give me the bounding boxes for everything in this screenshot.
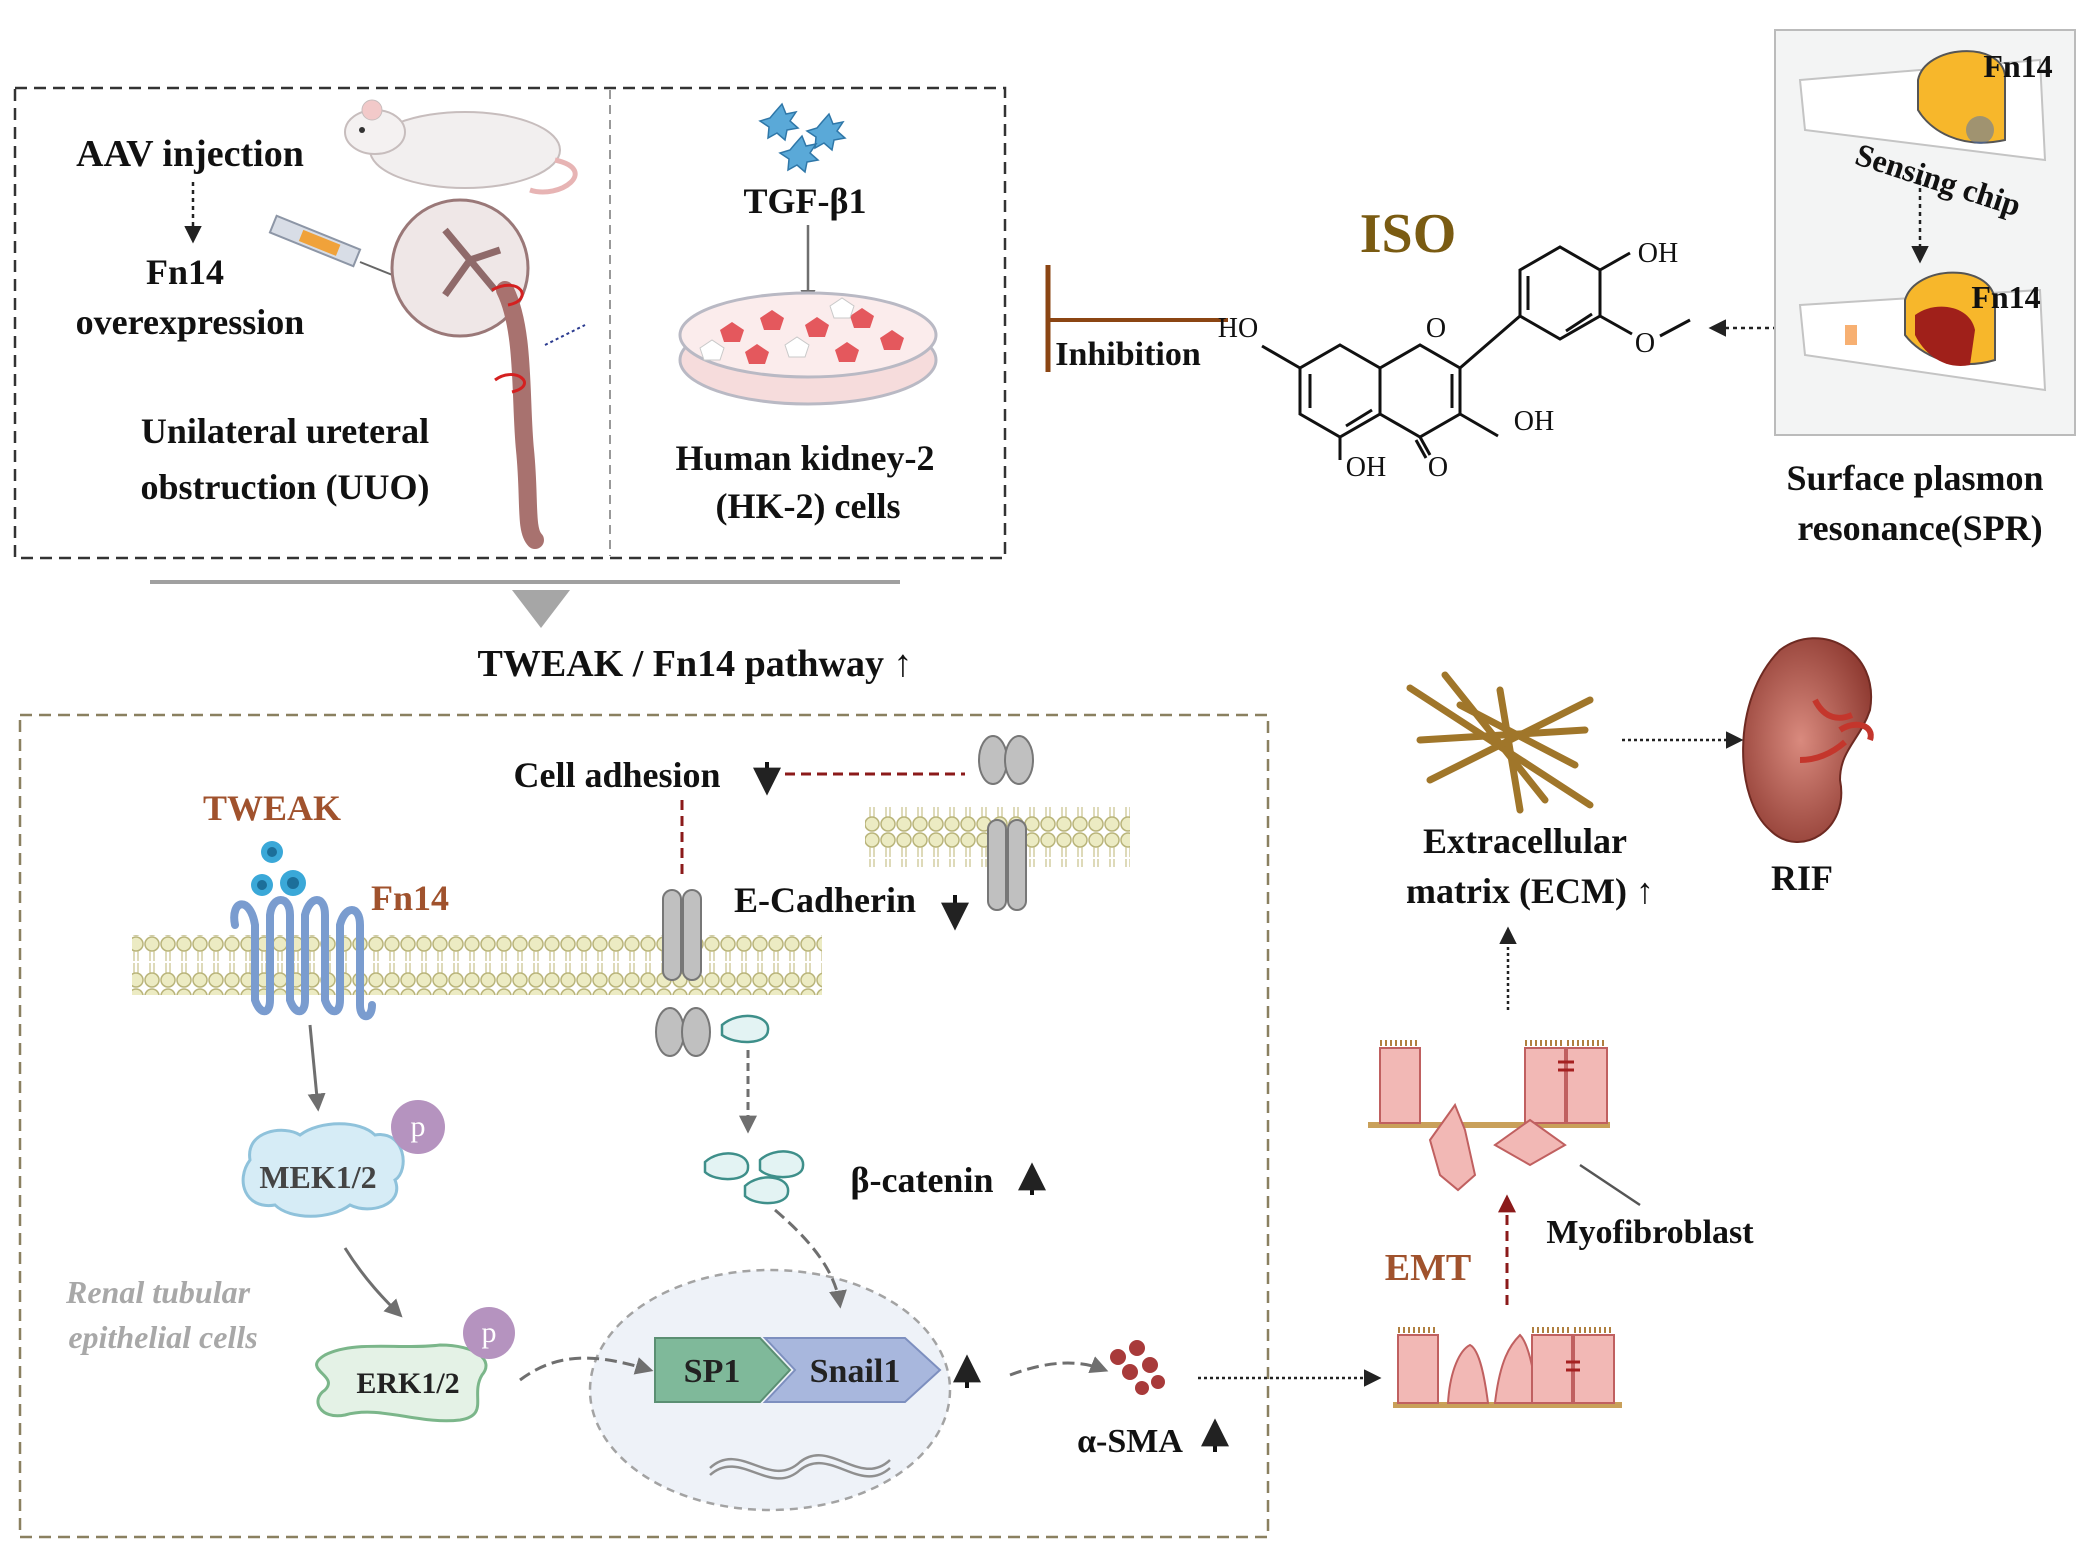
- iso-oh-mid: OH: [1514, 406, 1554, 437]
- beta-catenin-membrane-icon: [720, 1014, 770, 1044]
- alpha-sma-label: α-SMA: [1077, 1423, 1183, 1460]
- iso-o-ketone: O: [1428, 452, 1448, 483]
- erk-phospho-label: p: [482, 1316, 497, 1349]
- mek-shape: [241, 1122, 405, 1218]
- hk2-label-line2: (HK-2) cells: [716, 486, 901, 526]
- myofibroblast-label: Myofibroblast: [1546, 1214, 1754, 1251]
- rif-label: RIF: [1771, 858, 1833, 898]
- epithelial-cells-bottom: [1393, 1327, 1622, 1408]
- snail1-gene-shape: [762, 1337, 942, 1403]
- e-cadherin-label: E-Cadherin: [734, 880, 916, 920]
- beta-catenin-label: β-catenin: [851, 1160, 994, 1200]
- iso-ho-left: HO: [1218, 313, 1258, 344]
- e-cadherin-right-icon: [978, 735, 1034, 911]
- uuo-label-line2: obstruction (UUO): [141, 467, 430, 507]
- iso-o-ring: O: [1426, 313, 1446, 344]
- spr-panel: [1774, 29, 2076, 436]
- inhibition-label: Inhibition: [1055, 336, 1201, 373]
- pathway-down-arrow: [512, 590, 570, 628]
- syringe-illustration: [268, 214, 396, 277]
- ecm-label-line2: matrix (ECM) ↑: [1406, 871, 1654, 911]
- renal-cells-label-line2: epithelial cells: [68, 1319, 257, 1355]
- snail1-to-sma-arrow: [1009, 1356, 1109, 1377]
- iso-title: ISO: [1360, 203, 1457, 265]
- mek-phospho-circle: [391, 1100, 445, 1154]
- petri-dish-illustration: [678, 291, 938, 406]
- tweak-ligand-icon: [251, 841, 306, 896]
- mouse-illustration: [344, 99, 578, 195]
- erk-shape: [315, 1343, 488, 1423]
- erk-label: ERK1/2: [356, 1367, 459, 1400]
- sp1-gene-shape: [654, 1337, 792, 1403]
- fn14-to-mek-arrow: [307, 1024, 326, 1112]
- spr-fn14-top: Fn14: [1983, 48, 2052, 84]
- fn14-overexpression-line1: Fn14: [146, 252, 224, 292]
- erk-phospho-circle: [463, 1307, 515, 1359]
- spr-fn14-bottom: Fn14: [1971, 279, 2040, 315]
- spr-label-line2: resonance(SPR): [1797, 508, 2042, 548]
- ecm-label-line1: Extracellular: [1423, 821, 1627, 861]
- renal-cells-label-line1: Renal tubular: [65, 1274, 251, 1310]
- emt-label: EMT: [1385, 1247, 1472, 1289]
- fn14-overexpression-line2: overexpression: [76, 302, 305, 342]
- hk2-label-line1: Human kidney-2: [675, 438, 934, 478]
- aav-injection-label: AAV injection: [76, 133, 304, 175]
- kidney-ureter-illustration: [390, 198, 586, 549]
- transitioning-cells: [1368, 1040, 1610, 1192]
- sp1-label: SP1: [684, 1353, 741, 1390]
- snail1-label: Snail1: [810, 1353, 901, 1390]
- mechanism-panel-frame: [18, 713, 1270, 1539]
- fn14-receptor-icon: [230, 896, 376, 1021]
- mek-label: MEK1/2: [259, 1159, 376, 1195]
- mek-phospho-label: p: [411, 1110, 426, 1143]
- cell-adhesion-label: Cell adhesion: [513, 755, 720, 795]
- ecm-fibers-icon: [1406, 671, 1594, 814]
- alpha-sma-particles-icon: [1110, 1340, 1165, 1395]
- tgf-label: TGF-β1: [744, 181, 867, 221]
- fn14-receptor-label: Fn14: [371, 878, 449, 918]
- model-panel-frame: [13, 86, 1007, 560]
- pathway-label: TWEAK / Fn14 pathway ↑: [478, 643, 913, 685]
- uuo-label-line1: Unilateral ureteral: [141, 411, 429, 451]
- tweak-label: TWEAK: [203, 788, 341, 828]
- iso-oh-top: OH: [1638, 238, 1678, 269]
- fibrotic-kidney-illustration: [1742, 637, 1874, 843]
- iso-o-methoxy: O: [1635, 328, 1655, 359]
- tgf-particles-icon: [758, 102, 847, 174]
- mek-to-erk-arrow: [343, 1247, 403, 1318]
- iso-oh-bottom: OH: [1346, 452, 1386, 483]
- erk-to-nucleus-arrow: [519, 1356, 654, 1382]
- spr-label-line1: Surface plasmon: [1786, 458, 2043, 498]
- myofibroblast-pointer: [1579, 1163, 1641, 1207]
- beta-catenin-cluster-icon: [703, 1150, 805, 1205]
- dna-strand: [709, 1454, 891, 1480]
- beta-catenin-to-nucleus-arrow: [774, 1208, 847, 1309]
- e-cadherin-left-icon: [655, 889, 711, 1057]
- cell-membrane: [132, 935, 822, 995]
- inhibition-symbol: [1045, 265, 1228, 372]
- iso-chemical-structure: [1261, 245, 1691, 460]
